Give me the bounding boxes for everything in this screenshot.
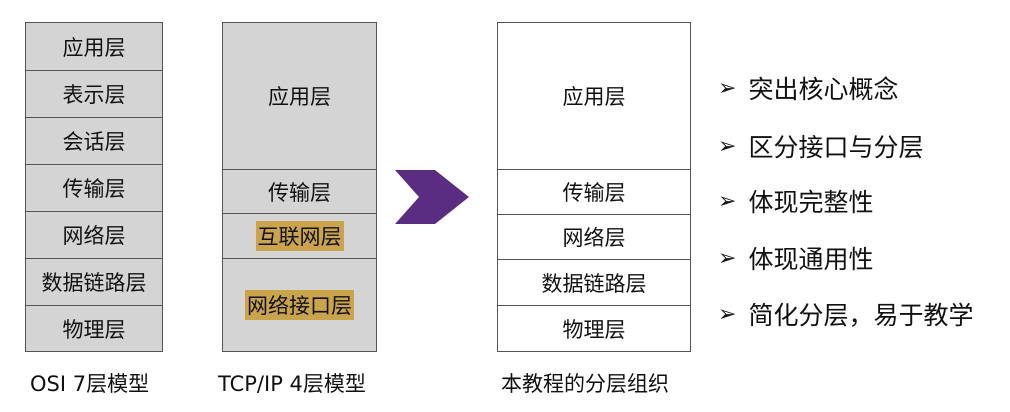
arrow-bullet-icon: ➢ [718,133,737,159]
osi-layer-presentation: 表示层 [26,70,162,117]
osi-layer-session: 会话层 [26,117,162,164]
bullet-item: ➢ 简化分层，易于教学 [718,301,974,330]
osi-layer-datalink: 数据链路层 [26,258,162,305]
arrow-bullet-icon: ➢ [718,301,737,327]
course-layer-datalink: 数据链路层 [498,259,690,305]
arrow-bullet-icon: ➢ [718,188,737,214]
bullet-item: ➢ 体现通用性 [718,245,874,274]
course-caption: 本教程的分层组织 [501,372,669,396]
tcpip-layer-network-interface: 网络接口层 [223,258,376,351]
osi-layer-network: 网络层 [26,211,162,258]
chevron-arrow-icon [395,170,469,224]
tcpip-stack: 应用层 传输层 互联网层 网络接口层 [222,22,377,352]
course-stack: 应用层 传输层 网络层 数据链路层 物理层 [497,22,691,352]
bullet-item: ➢ 突出核心概念 [718,75,899,104]
osi-stack: 应用层 表示层 会话层 传输层 网络层 数据链路层 物理层 [25,22,163,352]
osi-layer-application: 应用层 [26,23,162,70]
bullet-item: ➢ 区分接口与分层 [718,133,924,162]
course-layer-network: 网络层 [498,214,690,259]
bullet-item: ➢ 体现完整性 [718,188,874,217]
tcpip-layer-application: 应用层 [223,23,376,169]
tcpip-layer-internet: 互联网层 [223,213,376,258]
course-layer-physical: 物理层 [498,305,690,351]
tcpip-caption: TCP/IP 4层模型 [218,372,366,396]
osi-layer-transport: 传输层 [26,164,162,211]
tcpip-layer-transport: 传输层 [223,169,376,213]
arrow-bullet-icon: ➢ [718,245,737,271]
course-layer-application: 应用层 [498,23,690,169]
osi-layer-physical: 物理层 [26,305,162,351]
osi-caption: OSI 7层模型 [30,372,150,396]
course-layer-transport: 传输层 [498,169,690,214]
arrow-bullet-icon: ➢ [718,75,737,101]
